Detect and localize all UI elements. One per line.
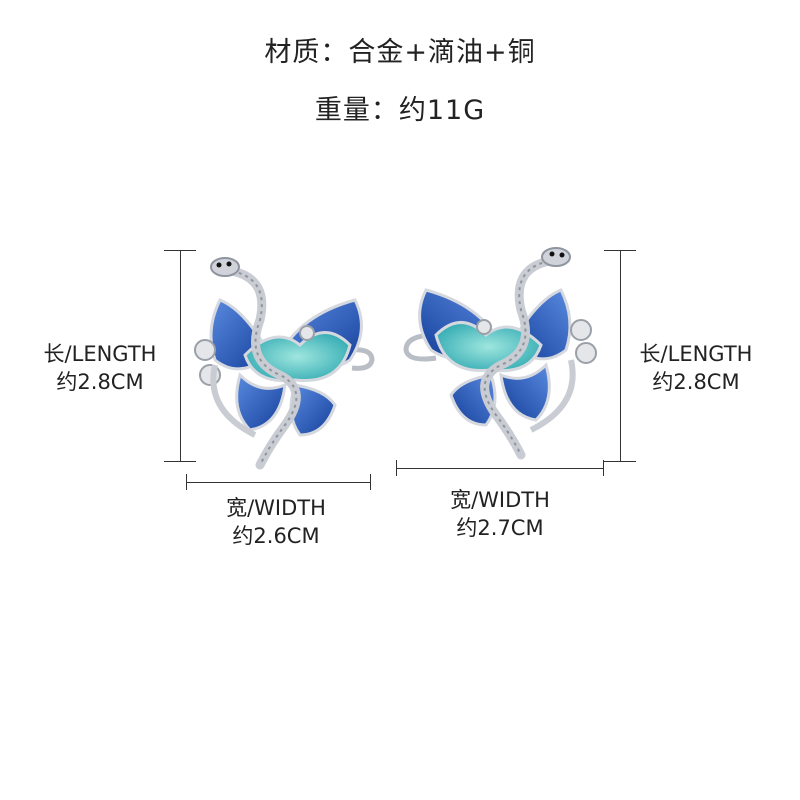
right-width-value: 约2.7CM	[456, 516, 544, 540]
left-length-line	[180, 250, 181, 462]
right-length-tick-top	[604, 250, 636, 251]
right-length-tick-bottom	[604, 461, 636, 462]
left-butterfly-earring-image	[194, 257, 375, 470]
right-width-label: 宽/WIDTH 约2.7CM	[420, 486, 580, 542]
left-width-value: 约2.6CM	[232, 524, 320, 548]
right-length-title: 长/LENGTH	[639, 342, 753, 366]
right-lower-wing-a	[499, 362, 551, 422]
left-snake-head	[210, 257, 240, 277]
weight-spec: 重量：约11G	[314, 95, 486, 126]
right-width-line	[396, 468, 604, 469]
right-snake-head	[541, 247, 571, 267]
left-width-tick-right	[370, 474, 371, 490]
left-rose-1	[194, 339, 216, 361]
left-width-tick-left	[186, 474, 187, 490]
left-width-title: 宽/WIDTH	[226, 496, 326, 520]
left-length-value: 约2.8CM	[56, 370, 144, 394]
left-length-tick-top	[164, 250, 196, 251]
left-length-label: 长/LENGTH 约2.8CM	[20, 340, 180, 396]
right-rose-1	[570, 319, 592, 341]
right-length-value: 约2.8CM	[652, 370, 740, 394]
right-width-tick-left	[396, 460, 397, 476]
left-width-line	[186, 482, 371, 483]
material-spec: 材质：合金+滴油+铜	[264, 37, 536, 68]
left-cuff-ring	[349, 347, 375, 371]
right-width-title: 宽/WIDTH	[450, 488, 550, 512]
right-length-label: 长/LENGTH 约2.8CM	[626, 340, 766, 396]
right-cuff-ring	[403, 332, 437, 362]
left-rose-3	[299, 325, 315, 341]
right-rose-3	[476, 319, 492, 335]
right-length-line	[620, 250, 621, 462]
left-lower-wing-a	[235, 372, 287, 432]
left-length-title: 长/LENGTH	[43, 342, 157, 366]
right-butterfly-earring-image	[403, 247, 597, 460]
right-rose-2	[575, 342, 597, 364]
left-length-tick-bottom	[164, 461, 196, 462]
right-width-tick-right	[603, 460, 604, 476]
left-width-label: 宽/WIDTH 约2.6CM	[196, 494, 356, 550]
